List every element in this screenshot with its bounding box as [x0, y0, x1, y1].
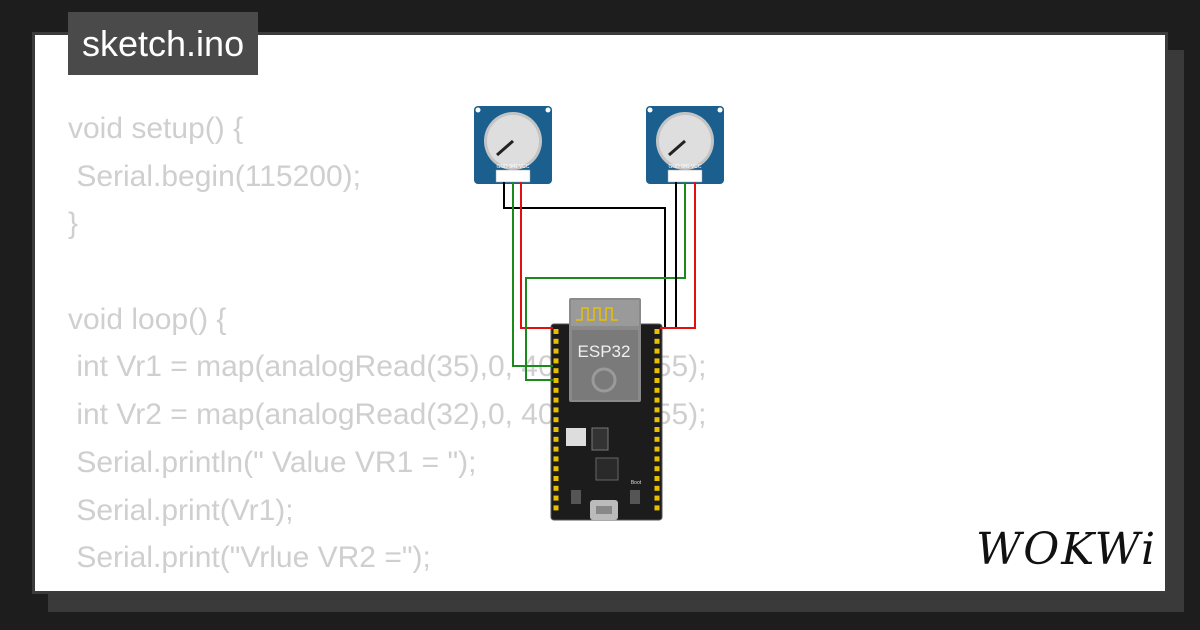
boot-label: Boot	[631, 480, 642, 486]
code-line: Serial.println(" Value VR1 = ");	[68, 445, 477, 479]
header-pin[interactable]	[553, 348, 559, 354]
header-pin[interactable]	[654, 436, 660, 442]
header-pin[interactable]	[553, 417, 559, 423]
header-pin[interactable]	[553, 476, 559, 481]
header-pin[interactable]	[654, 466, 660, 472]
header-pin[interactable]	[654, 387, 660, 393]
header-pin[interactable]	[654, 338, 660, 344]
potentiometer-2[interactable]: GND SIG VCC	[646, 106, 724, 184]
header-pin[interactable]	[654, 427, 660, 432]
header-pin[interactable]	[654, 485, 660, 491]
header-pin[interactable]	[654, 456, 660, 462]
header-pin[interactable]	[553, 427, 559, 432]
esp32-board[interactable]: ESP32 Boot	[550, 298, 663, 521]
header-pin[interactable]	[654, 407, 660, 413]
header-pin[interactable]	[654, 348, 660, 354]
header-pin[interactable]	[553, 358, 559, 364]
code-line: Serial.begin(115200);	[68, 159, 361, 193]
pot1-pin-labels: GND SIG VCC	[496, 164, 529, 170]
header-pin[interactable]	[654, 358, 660, 364]
header-pin[interactable]	[654, 417, 660, 423]
header-pin[interactable]	[654, 476, 660, 481]
filename-tab[interactable]: sketch.ino	[68, 12, 259, 75]
header-pin[interactable]	[553, 436, 559, 442]
header-pin[interactable]	[553, 329, 559, 334]
header-pin[interactable]	[553, 338, 559, 344]
header-pin[interactable]	[553, 407, 559, 413]
header-pin[interactable]	[553, 446, 559, 452]
header-pin[interactable]	[654, 397, 660, 403]
wires	[503, 182, 696, 381]
header-pin[interactable]	[654, 368, 660, 374]
header-pin[interactable]	[654, 495, 660, 501]
header-pin[interactable]	[553, 485, 559, 491]
code-line: }	[68, 207, 79, 241]
code-line: Serial.println("VR2");	[68, 582, 706, 591]
header-pin[interactable]	[654, 446, 660, 452]
wokwi-logo: WOKWi	[976, 524, 1158, 575]
pot2-pin-labels: GND SIG VCC	[668, 164, 701, 170]
header-pin[interactable]	[654, 329, 660, 334]
potentiometer-1[interactable]: GND SIG VCC	[474, 106, 552, 184]
header-pin[interactable]	[553, 505, 559, 511]
header-pin[interactable]	[553, 378, 559, 383]
code-line: Serial.print("Vrlue VR2 =");	[68, 541, 431, 575]
header-pin[interactable]	[553, 397, 559, 403]
header-pin[interactable]	[553, 368, 559, 374]
header-pin[interactable]	[553, 387, 559, 393]
code-line: void setup() {	[68, 112, 244, 145]
header-pin[interactable]	[654, 505, 660, 511]
header-pin[interactable]	[654, 378, 660, 383]
header-pin[interactable]	[553, 495, 559, 501]
esp32-label: ESP32	[578, 342, 631, 361]
code-line: Serial.print(Vr1);	[68, 493, 294, 527]
header-pin[interactable]	[553, 466, 559, 472]
header-pin[interactable]	[553, 456, 559, 462]
code-line: void loop() {	[68, 302, 227, 336]
